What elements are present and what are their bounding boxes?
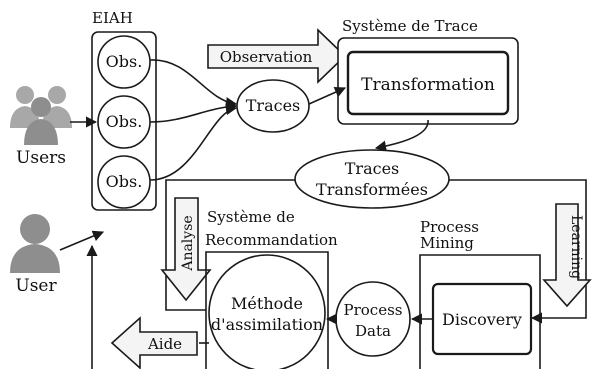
obs-label-3: Obs. xyxy=(106,172,143,191)
obs-node-1 xyxy=(97,35,151,89)
systeme-reco-title-2: Recommandation xyxy=(205,231,338,249)
observation-block-arrow xyxy=(207,28,347,84)
obs-node-3 xyxy=(97,155,151,209)
traces-label: Traces xyxy=(246,96,301,115)
methode-label-2: d'assimilation xyxy=(211,315,323,334)
traces-transformees-label-1: Traces xyxy=(345,159,400,178)
systeme-reco-box xyxy=(205,251,329,369)
obs3-to-traces xyxy=(149,104,238,181)
loop-line-right xyxy=(449,179,587,324)
user-to-eiah-arrow xyxy=(59,230,105,251)
transformation-box xyxy=(346,50,510,116)
process-mining-box xyxy=(419,254,541,369)
aide-label: Aide xyxy=(147,335,182,353)
process-mining-title-2: Mining xyxy=(420,234,474,252)
methode-label-1: Méthode xyxy=(231,294,303,313)
users-label: Users xyxy=(16,148,66,168)
systeme-trace-title: Système de Trace xyxy=(342,17,478,35)
analyse-block-arrow xyxy=(160,197,212,302)
discovery-label: Discovery xyxy=(442,310,522,329)
obs-label-1: Obs. xyxy=(106,52,143,71)
traces-to-trace-system-arrow xyxy=(308,86,347,105)
obs2-to-traces xyxy=(149,101,238,123)
process-data-node xyxy=(335,281,411,357)
process-mining-title-1: Process xyxy=(420,218,479,236)
loop-line-left xyxy=(165,179,295,311)
users-group-icon xyxy=(10,86,72,145)
learning-label: Learning xyxy=(568,215,584,279)
transformation-to-transformed-arrow xyxy=(374,119,429,152)
aide-block-arrow xyxy=(110,316,198,369)
user-label: User xyxy=(15,276,57,296)
traces-transformees-node xyxy=(294,149,450,209)
transformation-label: Transformation xyxy=(361,75,495,95)
observation-label: Observation xyxy=(220,48,313,66)
learning-block-arrow xyxy=(542,203,592,308)
analyse-label: Analyse xyxy=(180,215,196,271)
user-icon xyxy=(10,214,60,273)
systeme-reco-title-1: Système de xyxy=(207,208,295,226)
eiah-title: EIAH xyxy=(92,9,133,27)
methode-node xyxy=(208,254,326,369)
obs-label-2: Obs. xyxy=(106,112,143,131)
traces-transformees-label-2: Transformées xyxy=(316,180,428,199)
process-data-label-2: Data xyxy=(355,322,391,340)
process-data-label-1: Process xyxy=(344,301,403,319)
